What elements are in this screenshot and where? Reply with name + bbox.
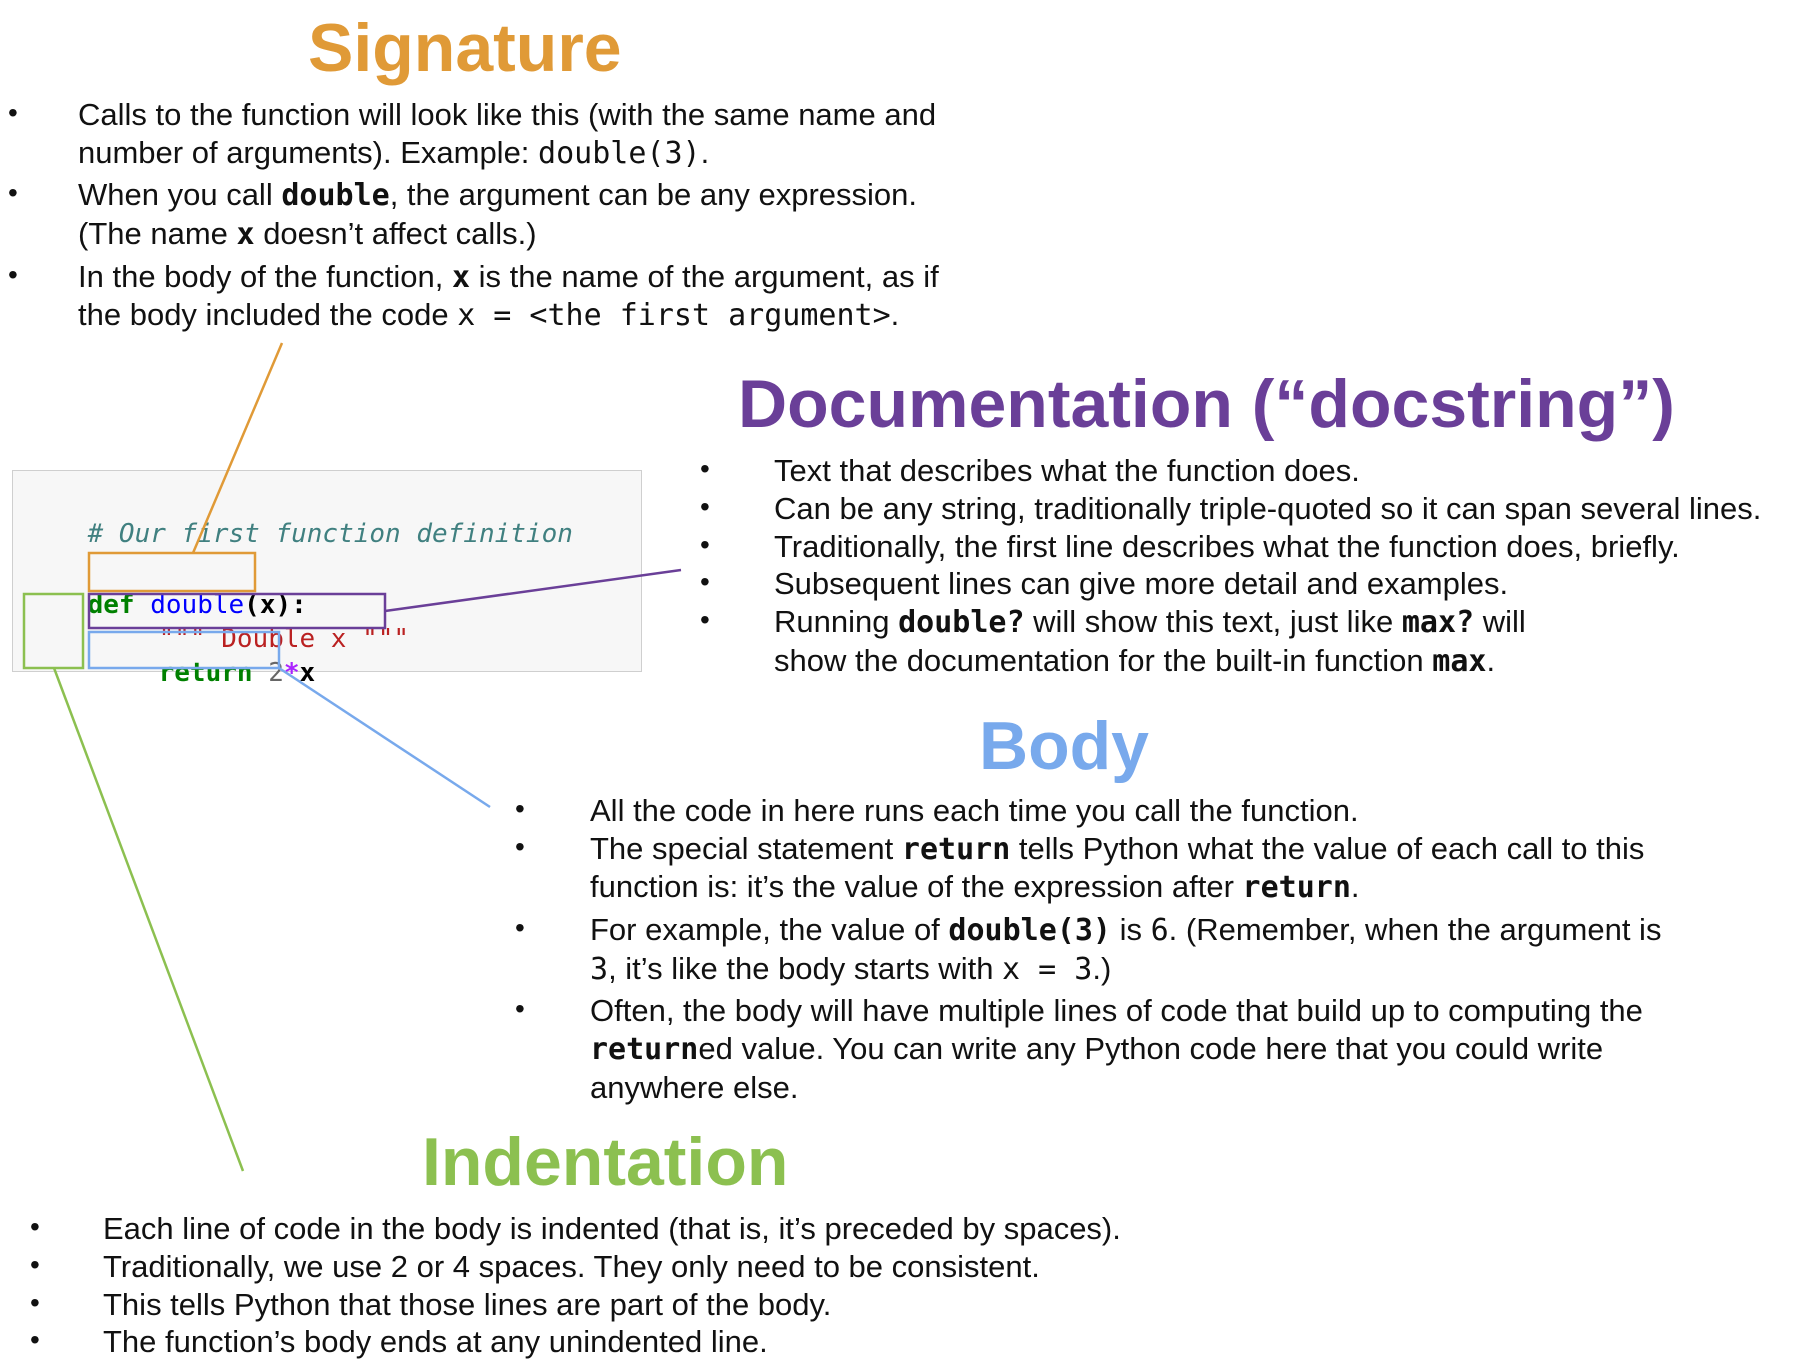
bullet-dot: • xyxy=(700,453,710,484)
body-bullets: • All the code in here runs each time yo… xyxy=(515,792,1685,1110)
code-cell: # Our first function definition def doub… xyxy=(12,470,642,688)
bullet-dot: • xyxy=(700,604,710,636)
bullet-dot: • xyxy=(30,1211,40,1242)
code-snippet: double(3) xyxy=(538,135,701,171)
bullet-dot: • xyxy=(700,490,710,522)
text: Traditionally, the first line describes … xyxy=(774,528,1680,564)
bullet-dot: • xyxy=(700,528,710,560)
text: . xyxy=(1350,869,1360,905)
text: Running xyxy=(774,604,899,640)
text: Can be any string, traditionally triple-… xyxy=(774,490,1762,526)
docstring-bullets: • Text that describes what the function … xyxy=(700,452,1800,684)
signature-bullet-1: • Calls to the function will look like t… xyxy=(0,96,960,172)
signature-bullets: • Calls to the function will look like t… xyxy=(0,96,960,339)
multiply-operator: * xyxy=(283,658,300,688)
code-snippet: return xyxy=(901,831,1011,867)
code-snippet: x = 3 xyxy=(1002,951,1093,987)
bullet-dot: • xyxy=(30,1286,40,1318)
signature-bullet-3: • In the body of the function, x is the … xyxy=(0,258,960,335)
text: Calls to the function will look like thi… xyxy=(78,97,937,170)
text: Each line of code in the body is indente… xyxy=(103,1211,1121,1246)
code-snippet: double xyxy=(281,178,390,214)
bullet-dot: • xyxy=(8,97,18,128)
body-heading: Body xyxy=(979,708,1149,784)
text: For example, the value of xyxy=(590,912,949,947)
indentation-bullet-1: • Each line of code in the body is inden… xyxy=(30,1210,1280,1248)
text: . xyxy=(890,297,900,333)
text: Often, the body will have multiple lines… xyxy=(590,993,1643,1029)
bullet-dot: • xyxy=(30,1324,40,1356)
text: All the code in here runs each time you … xyxy=(590,793,1359,828)
body-bullet-4: • Often, the body will have multiple lin… xyxy=(515,992,1685,1106)
text: . (Remember, when the argument is xyxy=(1168,912,1662,947)
signature-heading: Signature xyxy=(308,10,622,86)
docstring-bullet-1: • Text that describes what the function … xyxy=(700,452,1800,490)
text: This tells Python that those lines are p… xyxy=(103,1286,832,1322)
text: The special statement xyxy=(590,830,902,866)
code-comment: # Our first function definition xyxy=(87,519,573,549)
text: , it’s like the body starts with xyxy=(608,950,1003,986)
text: doesn’t affect calls.) xyxy=(254,216,537,251)
text: is xyxy=(1110,912,1151,947)
bullet-dot: • xyxy=(515,830,525,862)
text: Traditionally, we use 2 or 4 spaces. The… xyxy=(103,1248,1040,1284)
code-snippet: max? xyxy=(1401,605,1475,641)
bullet-dot: • xyxy=(8,177,18,209)
signature-bullet-2: • When you call double, the argument can… xyxy=(0,176,960,253)
code-return-line: return 2*x xyxy=(96,628,316,718)
indentation-bullet-3: • This tells Python that those lines are… xyxy=(30,1286,1280,1324)
code-snippet: x xyxy=(236,217,255,252)
text: . xyxy=(700,134,710,170)
code-snippet: x xyxy=(451,259,471,295)
return-keyword: return xyxy=(158,658,253,688)
text: ed value. You can write any Python code … xyxy=(590,1031,1604,1105)
docstring-bullet-5: • Running double? will show this text, j… xyxy=(700,603,1800,680)
bullet-dot: • xyxy=(8,258,18,290)
docstring-bullet-3: • Traditionally, the first line describe… xyxy=(700,528,1800,566)
bullet-dot: • xyxy=(515,793,525,824)
text: In the body of the function, xyxy=(78,258,452,294)
docstring-bullet-2: • Can be any string, traditionally tripl… xyxy=(700,490,1800,528)
body-bullet-3: • For example, the value of double(3) is… xyxy=(515,911,1685,988)
indentation-bullets: • Each line of code in the body is inden… xyxy=(30,1210,1280,1361)
bullet-dot: • xyxy=(30,1248,40,1280)
indentation-bullet-2: • Traditionally, we use 2 or 4 spaces. T… xyxy=(30,1248,1280,1286)
code-snippet: x = <the first argument> xyxy=(457,298,891,334)
text: Subsequent lines can give more detail an… xyxy=(774,566,1509,602)
text: .) xyxy=(1092,950,1112,986)
number-literal: 2 xyxy=(268,658,284,688)
text: will show the documentation for the buil… xyxy=(774,604,1526,678)
bullet-dot: • xyxy=(700,566,710,598)
text: , the argument can be any expression. (T… xyxy=(78,177,918,251)
body-bullet-2: • The special statement return tells Pyt… xyxy=(515,830,1685,907)
code-snippet: return xyxy=(1242,870,1351,906)
text: The function’s body ends at any unindent… xyxy=(103,1324,768,1360)
docstring-heading: Documentation (“docstring”) xyxy=(738,366,1675,442)
indentation-bullet-4: • The function’s body ends at any uninde… xyxy=(30,1323,1280,1361)
code-snippet: double(3) xyxy=(948,913,1111,948)
docstring-bullet-4: • Subsequent lines can give more detail … xyxy=(700,565,1800,603)
text: . xyxy=(1486,642,1496,678)
code-snippet: 3 xyxy=(590,951,609,987)
variable: x xyxy=(299,658,316,688)
body-bullet-1: • All the code in here runs each time yo… xyxy=(515,792,1685,830)
text: is the name of the argument, as if the b… xyxy=(78,258,939,333)
text: tells Python what the value of each call… xyxy=(590,830,1645,905)
indentation-connector-line xyxy=(52,667,245,1172)
indentation-heading: Indentation xyxy=(422,1124,789,1200)
bullet-dot: • xyxy=(515,912,525,943)
code-snippet: return xyxy=(590,1032,699,1067)
bullet-dot: • xyxy=(515,993,525,1025)
code-snippet: double? xyxy=(898,605,1025,641)
text: will show this text, just like xyxy=(1024,604,1402,640)
text: When you call xyxy=(78,177,282,213)
code-snippet: 6 xyxy=(1150,913,1169,948)
text: Text that describes what the function do… xyxy=(774,453,1360,488)
code-snippet: max xyxy=(1432,643,1487,679)
